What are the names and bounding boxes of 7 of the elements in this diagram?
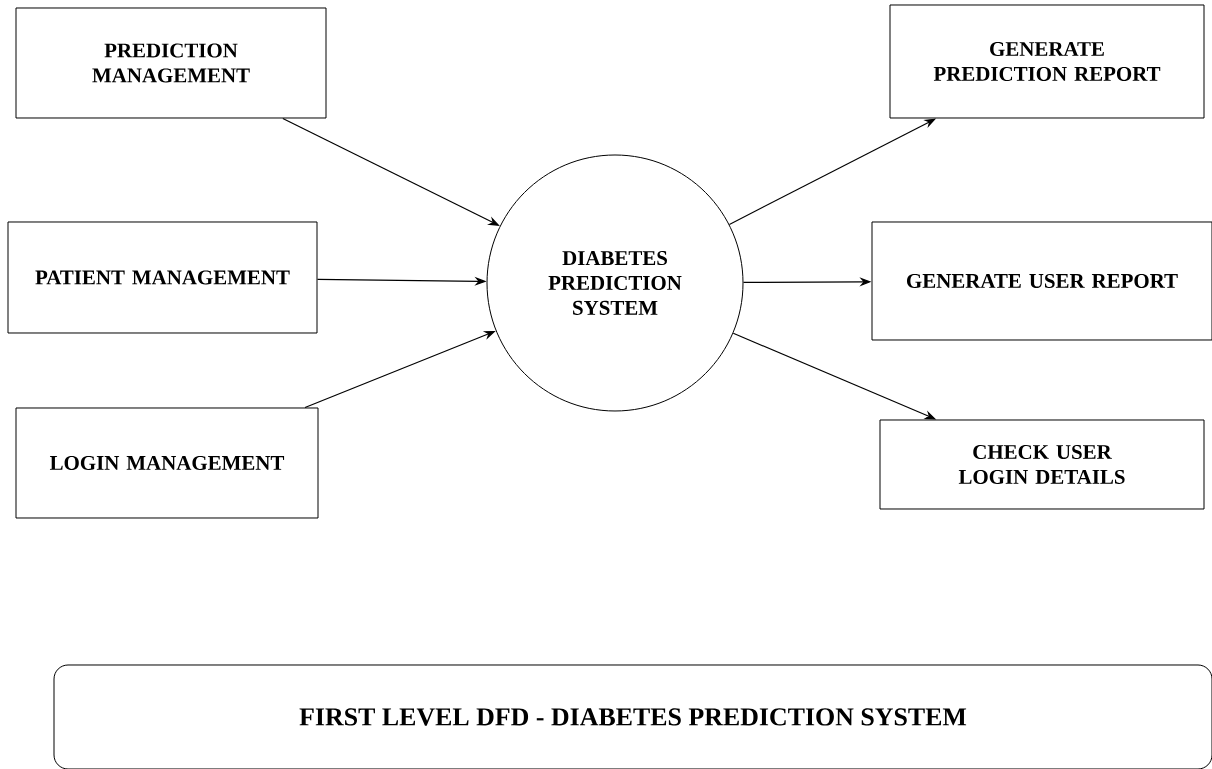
title-box: FIRST LEVEL DFD - DIABETES PREDICTION SYSTEM xyxy=(53,664,1212,769)
process-box: CHECK USER LOGIN DETAILS xyxy=(879,419,1205,510)
process-box: PATIENT MANAGEMENT xyxy=(7,221,318,334)
process-box: PREDICTION MANAGEMENT xyxy=(15,7,327,119)
process-box: GENERATE USER REPORT xyxy=(871,221,1212,341)
process-box: GENERATE PREDICTION REPORT xyxy=(889,4,1205,119)
process-box: LOGIN MANAGEMENT xyxy=(15,407,319,519)
